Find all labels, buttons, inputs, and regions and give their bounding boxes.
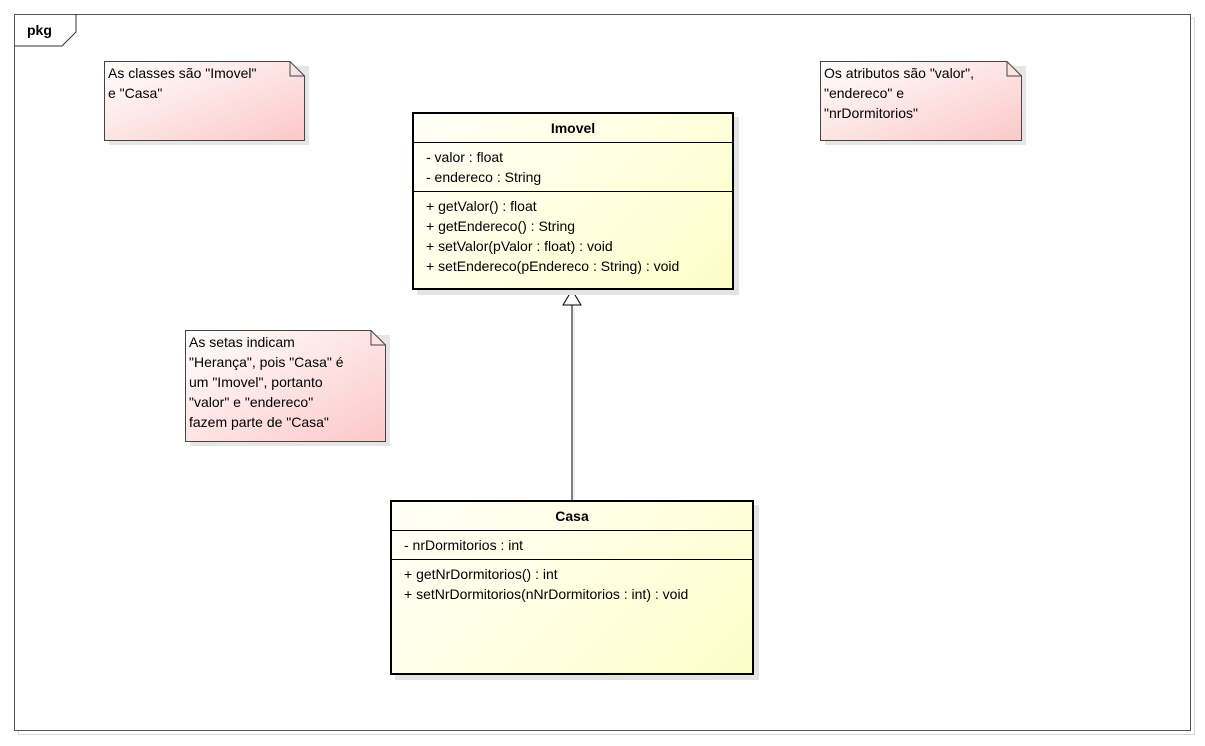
attribute: - endereco : String (426, 169, 542, 185)
class-casa[interactable]: Casa - nrDormitorios : int + getNrDormit… (390, 500, 754, 675)
operation: + getValor() : float (426, 198, 537, 214)
note-text: As setas indicam "Herança", pois "Casa" … (189, 334, 344, 430)
note-text: As classes são "Imovel" e "Casa" (108, 65, 257, 101)
generalization-arrow[interactable] (550, 285, 595, 505)
note-shape (185, 330, 390, 446)
class-name: Imovel (414, 114, 732, 143)
note-classes[interactable]: As classes são "Imovel" e "Casa" (104, 61, 310, 146)
class-imovel[interactable]: Imovel - valor : float - endereco : Stri… (412, 112, 734, 290)
operation: + setNrDormitorios(nNrDormitorios : int)… (404, 586, 689, 602)
attributes-compartment: - valor : float - endereco : String (414, 143, 732, 192)
note-attributes[interactable]: Os atributos são "valor", "endereco" e "… (820, 61, 1027, 146)
note-inheritance[interactable]: As setas indicam "Herança", pois "Casa" … (185, 330, 391, 447)
attributes-compartment: - nrDormitorios : int (392, 531, 752, 560)
package-label: pkg (27, 22, 52, 38)
note-text: Os atributos são "valor", "endereco" e "… (824, 65, 975, 121)
note-shape (104, 61, 309, 145)
package-tab (14, 14, 77, 47)
operation: + setValor(pValor : float) : void (426, 238, 613, 254)
operations-compartment: + getValor() : float + getEndereco() : S… (414, 192, 732, 280)
operation: + getEndereco() : String (426, 218, 576, 234)
operation: + getNrDormitorios() : int (404, 566, 558, 582)
note-shape (820, 61, 1026, 145)
operation: + setEndereco(pEndereco : String) : void (426, 258, 680, 274)
operations-compartment: + getNrDormitorios() : int + setNrDormit… (392, 560, 752, 608)
attribute: - nrDormitorios : int (404, 537, 524, 553)
class-name: Casa (392, 502, 752, 531)
inheritance-arrowhead (562, 289, 582, 306)
attribute: - valor : float (426, 149, 504, 165)
